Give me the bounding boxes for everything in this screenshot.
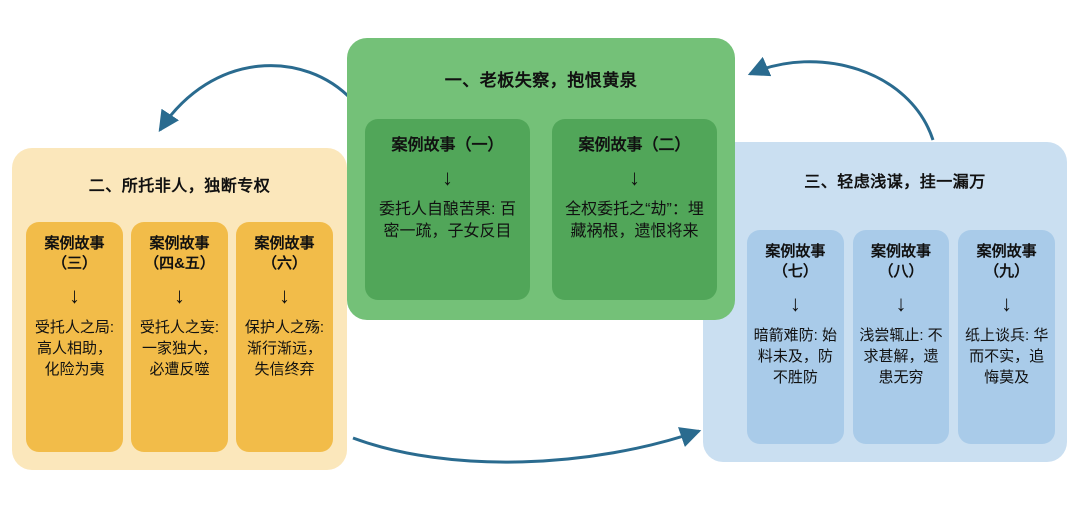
case-card-3-desc: 受托人之局: 高人相助，化险为夷 <box>34 318 115 378</box>
down-arrow-icon: ↓ <box>69 282 80 308</box>
case-card-2: 案例故事（二） ↓ 全权委托之“劫”：埋藏祸根，遗恨将来 <box>552 119 717 300</box>
case-card-8-desc: 浅尝辄止: 不求甚解，遗患无穷 <box>859 326 943 386</box>
case-card-1-desc: 委托人自酿苦果: 百密一疏，子女反目 <box>379 200 516 240</box>
panel-right-cards: 案例故事（七） ↓ 暗箭难防: 始料未及，防不胜防 案例故事（八） ↓ 浅尝辄止… <box>747 230 1056 444</box>
panel-left-title: 二、所托非人，独断专权 <box>88 178 271 195</box>
case-card-9-desc: 纸上谈兵: 华而不实，追悔莫及 <box>965 326 1049 386</box>
panel-left-yellow: 二、所托非人，独断专权 案例故事（三） ↓ 受托人之局: 高人相助，化险为夷 案… <box>12 148 347 470</box>
arrow-green-to-yellow <box>158 64 354 132</box>
case-card-6-title: 案例故事（六） <box>254 235 315 273</box>
case-card-3-title: 案例故事（三） <box>44 235 105 273</box>
down-arrow-icon: ↓ <box>895 290 907 316</box>
panel-top-green: 一、老板失察，抱恨黄泉 案例故事（一） ↓ 委托人自酿苦果: 百密一疏，子女反目… <box>347 38 735 320</box>
case-card-7: 案例故事（七） ↓ 暗箭难防: 始料未及，防不胜防 <box>747 230 844 444</box>
case-card-2-desc: 全权委托之“劫”：埋藏祸根，遗恨将来 <box>565 200 704 240</box>
panel-left-cards: 案例故事（三） ↓ 受托人之局: 高人相助，化险为夷 案例故事（四&五） ↓ 受… <box>26 222 333 452</box>
case-card-2-title: 案例故事（二） <box>578 137 691 154</box>
arrow-blue-to-green <box>747 56 935 141</box>
panel-top-title: 一、老板失察，抱恨黄泉 <box>444 71 638 90</box>
down-arrow-icon: ↓ <box>442 164 453 190</box>
case-card-1-title: 案例故事（一） <box>391 137 504 154</box>
case-card-8: 案例故事（八） ↓ 浅尝辄止: 不求甚解，遗患无穷 <box>852 230 950 444</box>
case-card-4-5-title: 案例故事（四&五） <box>144 235 215 273</box>
case-card-8-title: 案例故事（八） <box>871 243 932 281</box>
case-card-4-5: 案例故事（四&五） ↓ 受托人之妄: 一家独大，必遭反噬 <box>131 222 228 452</box>
case-card-6: 案例故事（六） ↓ 保护人之殇: 渐行渐远，失信终弃 <box>236 222 333 452</box>
down-arrow-icon: ↓ <box>789 290 801 316</box>
panel-right-blue: 三、轻虑浅谋，挂一漏万 案例故事（七） ↓ 暗箭难防: 始料未及，防不胜防 案例… <box>703 142 1067 462</box>
down-arrow-icon: ↓ <box>629 164 640 190</box>
panel-top-cards: 案例故事（一） ↓ 委托人自酿苦果: 百密一疏，子女反目 案例故事（二） ↓ 全… <box>365 119 717 300</box>
panel-right-title: 三、轻虑浅谋，挂一漏万 <box>804 174 986 191</box>
down-arrow-icon: ↓ <box>279 282 290 308</box>
case-card-4-5-desc: 受托人之妄: 一家独大，必遭反噬 <box>139 318 220 378</box>
case-card-1: 案例故事（一） ↓ 委托人自酿苦果: 百密一疏，子女反目 <box>365 119 530 300</box>
down-arrow-icon: ↓ <box>1001 290 1013 316</box>
down-arrow-icon: ↓ <box>174 282 185 308</box>
case-card-6-desc: 保护人之殇: 渐行渐远，失信终弃 <box>244 318 325 378</box>
case-card-7-title: 案例故事（七） <box>765 243 826 281</box>
case-card-3: 案例故事（三） ↓ 受托人之局: 高人相助，化险为夷 <box>26 222 123 452</box>
case-card-9: 案例故事（九） ↓ 纸上谈兵: 华而不实，追悔莫及 <box>958 230 1056 444</box>
case-card-7-desc: 暗箭难防: 始料未及，防不胜防 <box>753 326 837 386</box>
arrow-yellow-to-blue <box>352 427 702 464</box>
case-card-9-title: 案例故事（九） <box>976 243 1037 281</box>
